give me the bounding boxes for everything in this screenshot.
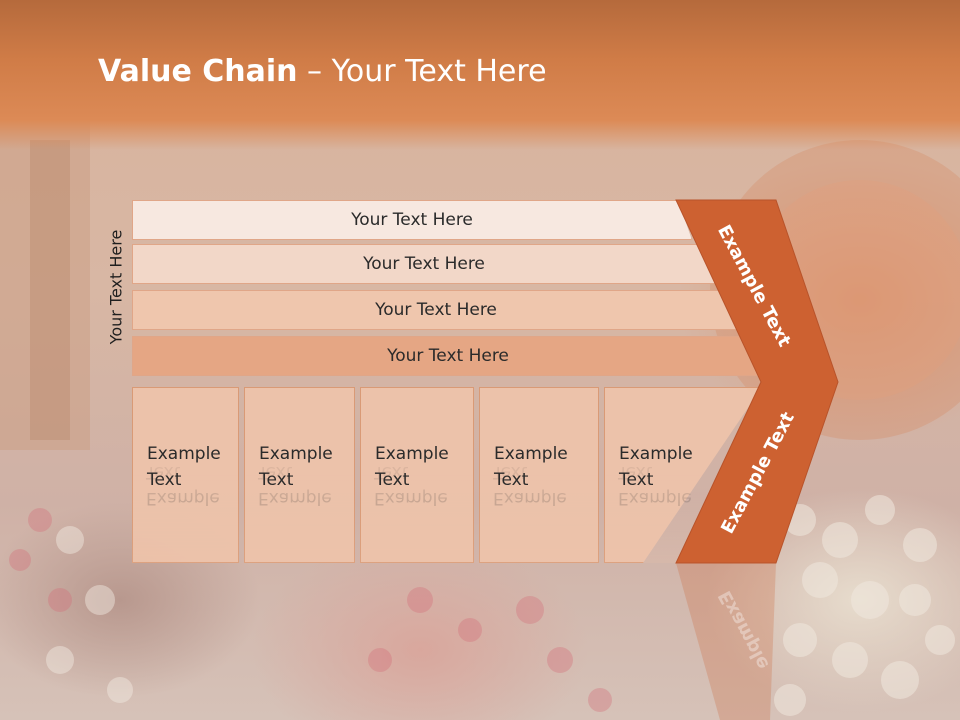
activity-box-2: Example Text [244,387,355,563]
support-bar-4: Your Text Here [132,336,764,376]
activity-box-line1: Example [375,444,449,464]
activity-box-4: Example Text [479,387,599,563]
activity-box-line1: Example [147,444,221,464]
activity-box-line2: Text [494,470,529,490]
activity-box-1: Example Text [132,387,239,563]
activity-box-line2: Text [375,470,410,490]
activity-box-line1: Example [259,444,333,464]
activity-box-line2: Text [619,470,654,490]
support-bar-label: Your Text Here [387,346,509,366]
support-bar-label: Your Text Here [375,300,497,320]
activity-box-line1: Example [494,444,568,464]
chevron-reflection [676,563,776,720]
chevron-arrow [675,199,839,564]
activity-box-line2: Text [147,470,182,490]
title-banner [0,0,960,150]
activity-box-line1: Example [619,444,693,464]
title-rest: – Your Text Here [297,54,547,89]
title-bold: Value Chain [98,54,298,89]
support-bar-label: Your Text Here [363,254,485,274]
slide-title: Value Chain – Your Text Here [98,54,547,89]
support-bar-2: Your Text Here [132,244,716,284]
support-bar-3: Your Text Here [132,290,740,330]
activity-box-line2: Text [259,470,294,490]
activity-box-3: Example Text [360,387,474,563]
support-bar-1: Your Text Here [132,200,692,240]
support-bar-label: Your Text Here [351,210,473,230]
